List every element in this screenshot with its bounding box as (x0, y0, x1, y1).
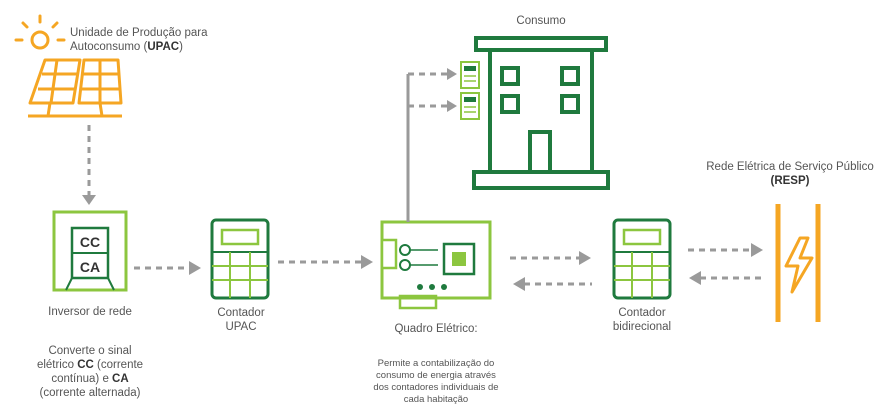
upac-label: Unidade de Produção para Autoconsumo (UP… (70, 26, 250, 54)
arrow-meter-to-quadro (278, 255, 373, 269)
resp-label-line1: Rede Elétrica de Serviço Público (706, 161, 874, 173)
resp-label-line2: (RESP) (770, 175, 810, 187)
upac-label-line1: Unidade de Produção para (70, 27, 208, 39)
building-icon (472, 36, 610, 190)
inverter-ca-text: CA (80, 259, 100, 275)
arrow-inverter-to-meter (134, 261, 201, 275)
quadro-description: Permite a contabilização do consumo de e… (373, 358, 499, 405)
arrow-bidirectional-quadro (510, 251, 592, 291)
sun-icon (14, 14, 66, 50)
meter-upac-icon (210, 218, 270, 300)
quadro-label: Quadro Elétrico: (394, 323, 478, 335)
meter-bidirectional-icon (612, 218, 672, 300)
consumo-label: Consumo (516, 15, 566, 27)
individual-meter-icon (460, 61, 480, 89)
upac-label-line2: Autoconsumo (UPAC) (70, 41, 183, 53)
inverter-description: Converte o sinal elétrico CC (corrente c… (36, 345, 144, 399)
meter-upac-label: Contador UPAC (217, 307, 265, 333)
arrow-quadro-to-consumo (406, 68, 457, 222)
power-grid-icon (775, 204, 821, 322)
inverter-cc-text: CC (80, 234, 100, 250)
meter-bidirectional-label: Contador bidirecional (612, 307, 672, 333)
individual-meter-icon (460, 92, 480, 120)
inverter-label: Inversor de rede (48, 306, 132, 318)
arrow-upac-to-inverter (82, 125, 96, 205)
arrow-bidirectional-grid (688, 243, 766, 285)
solar-panel-icon (28, 58, 123, 118)
inverter-icon (52, 210, 128, 292)
electrical-board-icon (380, 220, 492, 310)
resp-label: Rede Elétrica de Serviço Público (RESP) (690, 160, 890, 188)
